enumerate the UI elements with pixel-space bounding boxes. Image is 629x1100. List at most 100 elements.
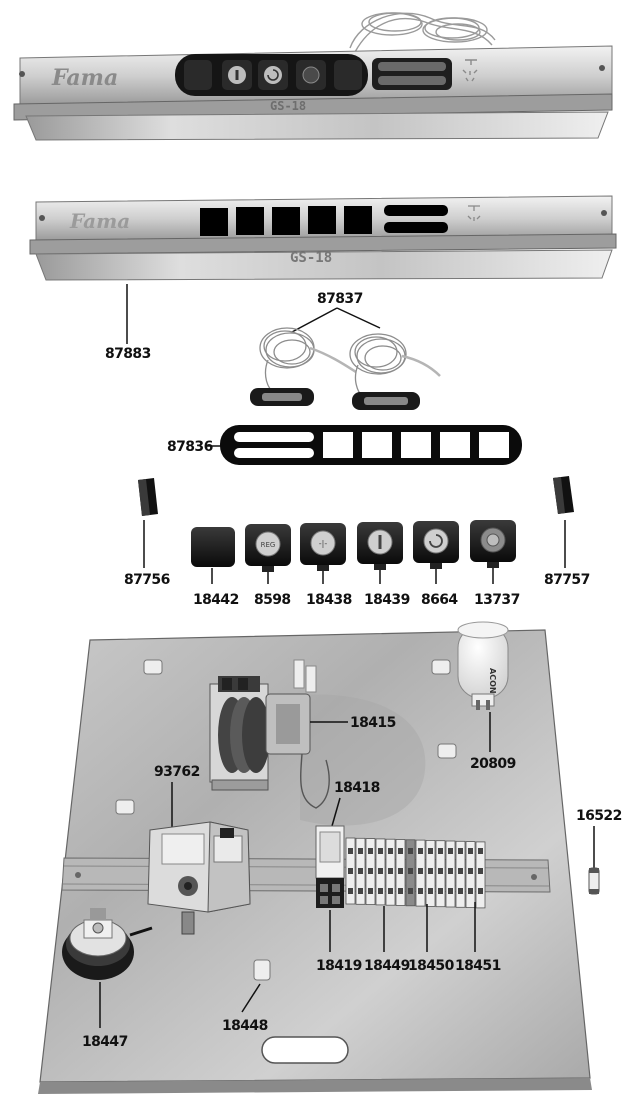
button-reg-8598: REG xyxy=(245,524,291,572)
terminal-screw xyxy=(348,848,353,854)
label-18448: 18448 xyxy=(222,1018,268,1034)
terminal-screw xyxy=(408,848,413,854)
fuse-16522 xyxy=(588,867,600,895)
terminal-screw xyxy=(388,848,393,854)
label-18419: 18419 xyxy=(316,958,362,974)
plastic-clip xyxy=(115,799,135,815)
terminal-screw xyxy=(468,888,473,894)
terminal-screw xyxy=(428,848,433,854)
label-18447: 18447 xyxy=(82,1034,128,1050)
terminal-screw xyxy=(448,848,453,854)
label-8664: 8664 xyxy=(421,592,458,608)
terminal-screw xyxy=(438,868,443,874)
terminal-screw xyxy=(348,868,353,874)
terminal-screw xyxy=(408,868,413,874)
wire-bundle-top xyxy=(349,12,496,53)
terminal-screw xyxy=(438,848,443,854)
reg-mark: REG xyxy=(261,541,276,549)
capacitor-brand: ACON xyxy=(488,668,497,694)
terminal-screw xyxy=(478,888,483,894)
terminal-block xyxy=(455,840,466,908)
terminal-screw xyxy=(428,868,433,874)
shower-icon xyxy=(462,59,478,82)
terminal-screw xyxy=(358,888,363,894)
terminal-screw xyxy=(378,888,383,894)
terminal-screw xyxy=(388,888,393,894)
button-power-18439 xyxy=(357,522,403,570)
terminal-screw xyxy=(458,848,463,854)
terminal-screw xyxy=(458,888,463,894)
label-13737: 13737 xyxy=(474,592,520,608)
label-18439: 18439 xyxy=(364,592,410,608)
terminal-block xyxy=(465,841,476,908)
fan-mark: -|- xyxy=(319,539,328,548)
terminal-block xyxy=(475,841,486,909)
label-87836: 87836 xyxy=(167,439,213,455)
cam-timer-18415 xyxy=(209,659,330,809)
terminal-screw xyxy=(408,888,413,894)
pressure-switch-18447 xyxy=(62,908,153,980)
lamp-icon xyxy=(486,533,500,547)
label-93762: 93762 xyxy=(154,764,200,780)
control-panel-assembled: Fama GS-18 xyxy=(13,12,613,141)
terminal-screw xyxy=(468,848,473,854)
label-16522: 16522 xyxy=(576,808,622,824)
label-18418: 18418 xyxy=(334,780,380,796)
terminal-screw xyxy=(418,888,423,894)
terminal-screw xyxy=(378,868,383,874)
label-87757: 87757 xyxy=(544,572,590,588)
terminal-screw xyxy=(368,888,373,894)
plastic-clip xyxy=(437,743,457,759)
handle-slot xyxy=(261,1036,349,1064)
button-fan-18438: -|- xyxy=(300,523,346,571)
terminal-screw xyxy=(418,868,423,874)
terminal-screw xyxy=(358,868,363,874)
cycle-icon xyxy=(429,534,443,548)
terminal-screw xyxy=(398,848,403,854)
terminal-screw xyxy=(468,868,473,874)
label-18449: 18449 xyxy=(364,958,410,974)
label-20809: 20809 xyxy=(470,756,516,772)
terminal-screw xyxy=(438,888,443,894)
button-blank-18442 xyxy=(191,527,235,567)
capacitor-20809: ACON xyxy=(457,621,509,710)
programmer-93762 xyxy=(147,821,251,935)
terminal-screw xyxy=(388,868,393,874)
power-icon xyxy=(378,535,382,549)
label-18438: 18438 xyxy=(306,592,352,608)
plastic-clip xyxy=(143,659,163,675)
wire-sensor-left xyxy=(259,327,357,393)
label-87756: 87756 xyxy=(124,572,170,588)
label-87883: 87883 xyxy=(105,346,151,362)
button-lamp-13737 xyxy=(470,520,516,568)
wire-sensor-right xyxy=(349,333,441,397)
terminal-screw xyxy=(428,888,433,894)
terminal-screw xyxy=(418,848,423,854)
terminal-screw xyxy=(368,848,373,854)
terminal-screw xyxy=(368,868,373,874)
button-cycle-8664 xyxy=(413,521,459,569)
terminal-strip xyxy=(345,837,486,909)
terminal-screw xyxy=(448,888,453,894)
panel-brand-emboss-2: Fama xyxy=(69,209,130,233)
gasket-87836 xyxy=(220,425,522,465)
terminal-screw xyxy=(398,868,403,874)
terminal-screw xyxy=(378,848,383,854)
terminal-screw xyxy=(398,888,403,894)
panel-brand-emboss: Fama xyxy=(51,65,118,91)
label-8598: 8598 xyxy=(254,592,291,608)
relay-18418 xyxy=(315,825,345,908)
label-18442: 18442 xyxy=(193,592,239,608)
terminal-screw xyxy=(478,848,483,854)
label-18451: 18451 xyxy=(455,958,501,974)
label-18415: 18415 xyxy=(350,715,396,731)
terminal-screw xyxy=(448,868,453,874)
terminal-screw xyxy=(478,868,483,874)
base-plate xyxy=(38,629,592,1094)
terminal-screw xyxy=(348,888,353,894)
terminal-screw xyxy=(358,848,363,854)
plastic-clip-18448 xyxy=(253,959,271,981)
panel-model-emboss: GS-18 xyxy=(270,99,306,113)
label-18450: 18450 xyxy=(408,958,455,974)
